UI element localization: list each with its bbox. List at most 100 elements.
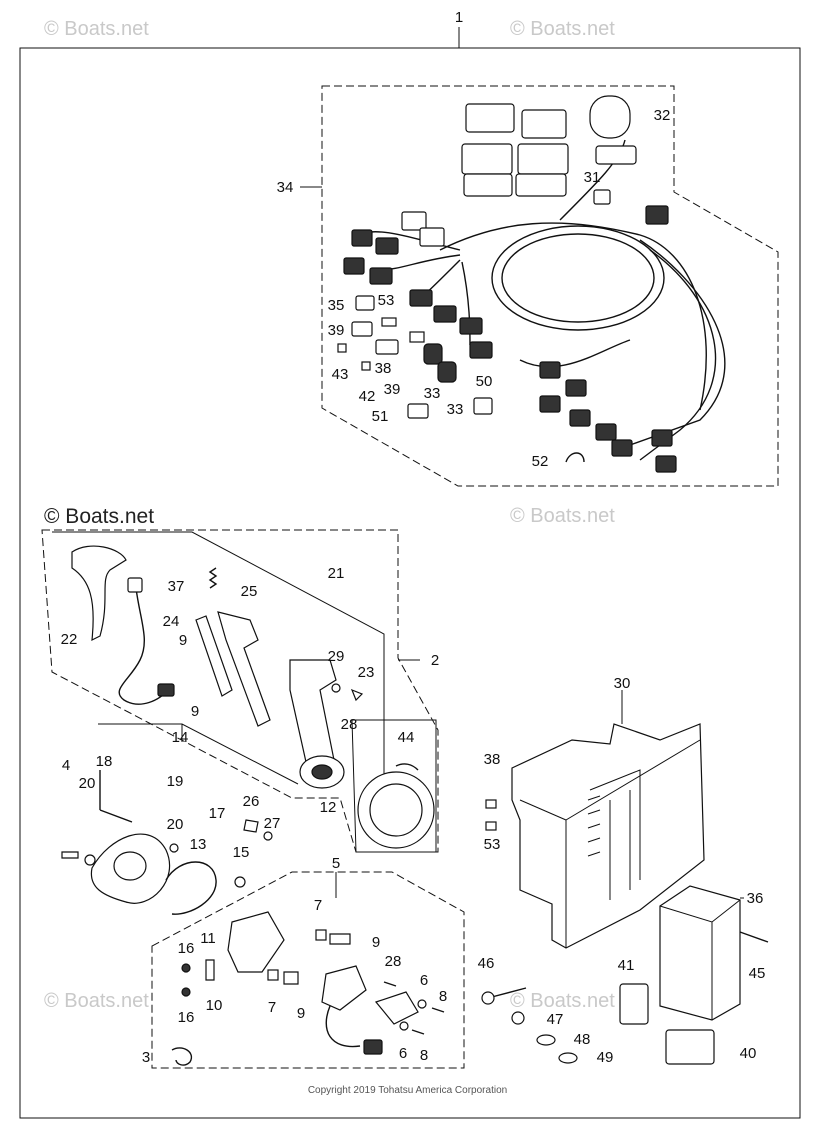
lever-group-outline	[41, 529, 439, 853]
callout-28-2: 28	[385, 953, 402, 970]
connector-br-6	[611, 439, 633, 457]
bolt-46-head	[481, 991, 495, 1005]
callout-9-4: 9	[297, 1005, 305, 1022]
callout-14: 14	[172, 729, 189, 746]
spring-25	[208, 567, 218, 589]
module-41	[619, 983, 649, 1025]
callout-labels: 1234566778899991011121314151616171819202…	[61, 9, 766, 1066]
harness-branch-b	[639, 249, 717, 461]
clamp-51	[407, 403, 429, 419]
ecu-36-face	[659, 899, 741, 1020]
connector-block-2	[521, 109, 567, 139]
connector-left-5	[401, 211, 427, 231]
outer-frame	[19, 47, 801, 1119]
plug-31	[593, 189, 611, 205]
watermark-mid-left: © Boats.net	[44, 505, 155, 528]
callout-9: 9	[179, 632, 187, 649]
terminal-39b	[375, 339, 399, 355]
group-14-leader	[98, 723, 299, 785]
bolt-45	[739, 931, 769, 943]
ecu-36	[659, 885, 741, 1021]
connector-left-4	[369, 267, 393, 285]
callout-16-2: 16	[178, 1009, 195, 1026]
bracket-30-detail	[519, 739, 701, 948]
lever-hub-inner	[311, 764, 333, 780]
connector-br-5	[595, 423, 617, 441]
callout-43: 43	[332, 366, 349, 383]
callout-38-2: 38	[484, 751, 501, 768]
bracket-30-slots	[587, 795, 601, 857]
callout-51: 51	[372, 408, 389, 425]
sensor-cap-32	[589, 95, 631, 139]
sensor-unit	[321, 965, 367, 1011]
callout-10: 10	[206, 997, 223, 1014]
washer-29	[331, 683, 341, 693]
tie-52	[565, 452, 585, 463]
washer-27	[263, 831, 273, 841]
block-7b	[267, 969, 279, 981]
screw-8b	[411, 1029, 425, 1035]
block-7a	[315, 929, 327, 941]
callout-44: 44	[398, 729, 415, 746]
callout-25: 25	[241, 583, 258, 600]
connector-block-3	[461, 143, 513, 175]
harness-coil-inner	[501, 233, 655, 323]
callout-6-2: 6	[399, 1045, 407, 1062]
callout-32: 32	[654, 107, 671, 124]
connector-block-6	[515, 173, 567, 197]
callout-38: 38	[375, 360, 392, 377]
harness-left-fan	[369, 231, 471, 346]
callout-40: 40	[740, 1045, 757, 1062]
connector-block-5	[463, 173, 513, 197]
callout-41: 41	[618, 957, 635, 974]
callout-23: 23	[358, 664, 375, 681]
plug-35	[355, 295, 375, 311]
callout-4: 4	[62, 757, 70, 774]
washer-20b	[169, 843, 179, 853]
callout-8-2: 8	[420, 1047, 428, 1064]
washer-48	[536, 1034, 556, 1046]
clip-53b	[485, 821, 497, 831]
callout-35: 35	[328, 297, 345, 314]
callout-27: 27	[264, 815, 281, 832]
harness-branch-a	[629, 239, 726, 446]
callout-13: 13	[190, 836, 207, 853]
sensor-plate-10	[205, 959, 215, 981]
callout-17: 17	[209, 805, 226, 822]
connector-left-1	[351, 229, 373, 247]
callout-50: 50	[476, 373, 493, 390]
connector-mid-2	[433, 305, 457, 323]
callout-24: 24	[163, 613, 180, 630]
callout-1: 1	[455, 9, 463, 26]
callout-53-2: 53	[484, 836, 501, 853]
ring-12-inner	[369, 783, 423, 837]
callout-26: 26	[243, 793, 260, 810]
bolt-18	[99, 770, 133, 823]
bracket-21	[217, 611, 271, 727]
lever-subgroup-21	[52, 531, 385, 790]
copyright-notice: Copyright 2019 Tohatsu America Corporati…	[307, 1085, 508, 1096]
nut-16a	[181, 963, 191, 973]
washer-20	[84, 854, 96, 866]
callout-39: 39	[328, 322, 345, 339]
relay-40	[665, 1029, 715, 1065]
connector-br-3	[539, 395, 561, 413]
callout-3: 3	[142, 1049, 150, 1066]
callout-9-3: 9	[372, 934, 380, 951]
callout-48: 48	[574, 1031, 591, 1048]
sensor-cable	[325, 1005, 361, 1048]
clip-53	[381, 317, 397, 327]
callout-52: 52	[532, 453, 549, 470]
callout-8: 8	[439, 988, 447, 1005]
callout-47: 47	[547, 1011, 564, 1028]
connector-br-8	[655, 455, 677, 473]
ring-12-bracket	[351, 719, 437, 853]
connector-br-2	[565, 379, 587, 397]
switch-cable-37	[118, 587, 169, 705]
housing-bore	[113, 851, 147, 881]
callout-20-2: 20	[167, 816, 184, 833]
connector-right-top	[645, 205, 669, 225]
grommet-33b	[437, 361, 457, 383]
sensor-plug	[363, 1039, 383, 1055]
